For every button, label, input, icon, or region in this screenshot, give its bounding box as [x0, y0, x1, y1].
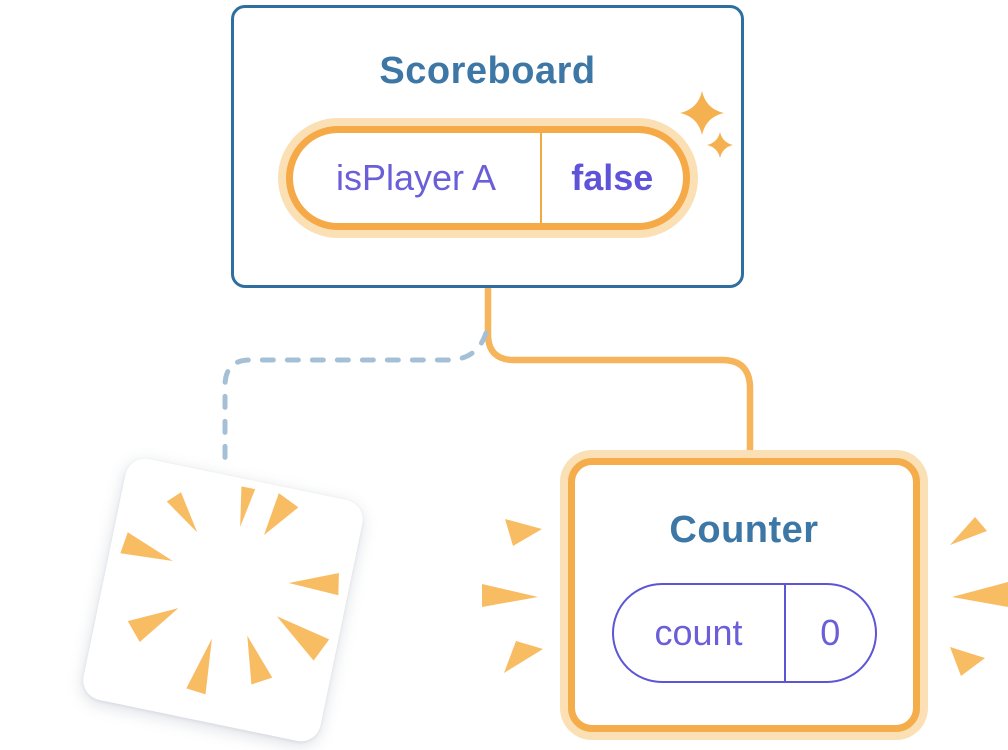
connector-solid-scoreboard-to-counter: [484, 285, 754, 462]
state-key-label: count: [654, 612, 743, 653]
emphasis-burst-right-icon: [950, 517, 1008, 676]
pill-divider: [539, 133, 542, 223]
state-value-label: false: [571, 157, 654, 198]
counter-title: Counter: [669, 509, 819, 551]
counter-card: Counter count 0: [568, 458, 920, 732]
emphasis-burst-left-icon: [482, 519, 543, 673]
scoreboard-card: Scoreboard isPlayer A false: [231, 5, 744, 288]
state-key-label: isPlayer A: [335, 157, 497, 198]
counter-state-pill: count 0: [611, 583, 877, 683]
explosion-burst-icon: [120, 486, 339, 695]
pill-divider: [783, 585, 786, 681]
destroyed-component-card: [79, 455, 367, 745]
state-value-label: 0: [820, 612, 841, 653]
scoreboard-title: Scoreboard: [379, 50, 596, 92]
connector-dashed-scoreboard-to-destroyed: [222, 330, 489, 465]
scoreboard-state-pill: isPlayer A false: [285, 126, 690, 230]
